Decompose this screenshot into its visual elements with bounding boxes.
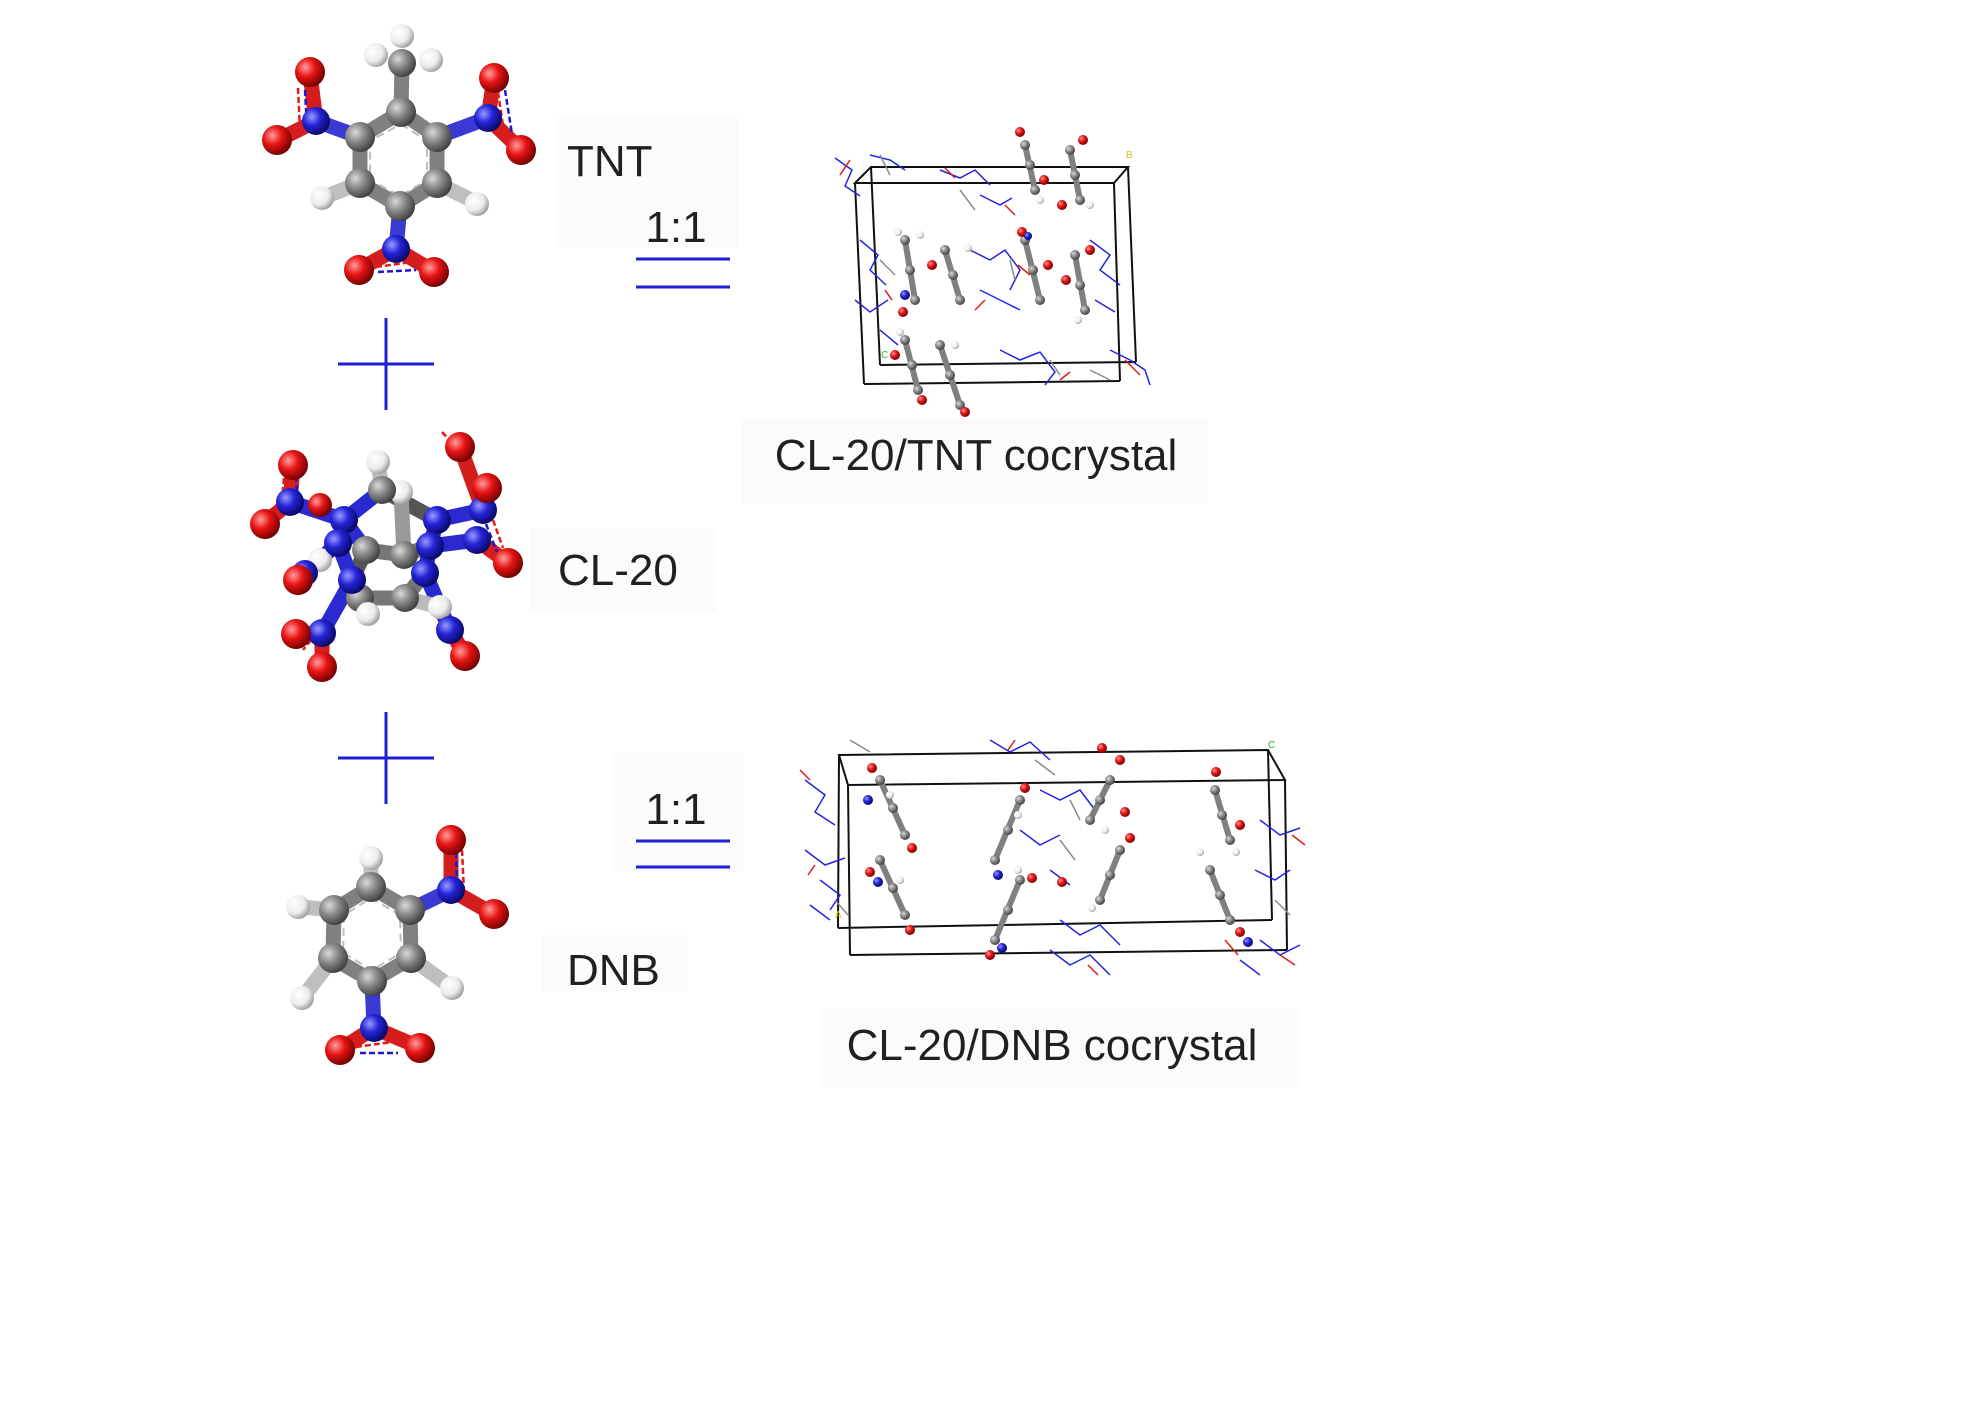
cl20-label: CL-20 bbox=[558, 546, 678, 595]
plus-operator-icon bbox=[338, 712, 434, 804]
cell-axis-letter: C bbox=[881, 350, 888, 361]
plus-operator-icon bbox=[338, 318, 434, 410]
cell-axis-letter: B bbox=[1126, 150, 1133, 161]
tnt-molecule bbox=[262, 24, 536, 287]
cl20-molecule bbox=[250, 431, 523, 682]
dnb-cocrystal-caption: CL-20/DNB cocrystal bbox=[847, 1021, 1258, 1070]
double-line-equals-icon bbox=[636, 839, 730, 869]
cell-axis-letter: C bbox=[1268, 740, 1275, 751]
dnb-molecule bbox=[286, 825, 509, 1065]
tnt-cocrystal-caption: CL-20/TNT cocrystal bbox=[775, 431, 1178, 480]
cl20-dnb-unit-cell: C A bbox=[799, 739, 1306, 976]
ratio-top-label: 1:1 bbox=[645, 203, 706, 252]
ratio-bottom-label: 1:1 bbox=[645, 785, 706, 834]
tnt-label: TNT bbox=[567, 137, 653, 186]
cell-axis-letter: A bbox=[835, 910, 842, 921]
cocrystal-figure: B C bbox=[250, 24, 1306, 1070]
double-line-equals-icon bbox=[636, 257, 730, 289]
cl20-tnt-unit-cell: B C bbox=[834, 127, 1151, 417]
dnb-label: DNB bbox=[567, 946, 660, 995]
